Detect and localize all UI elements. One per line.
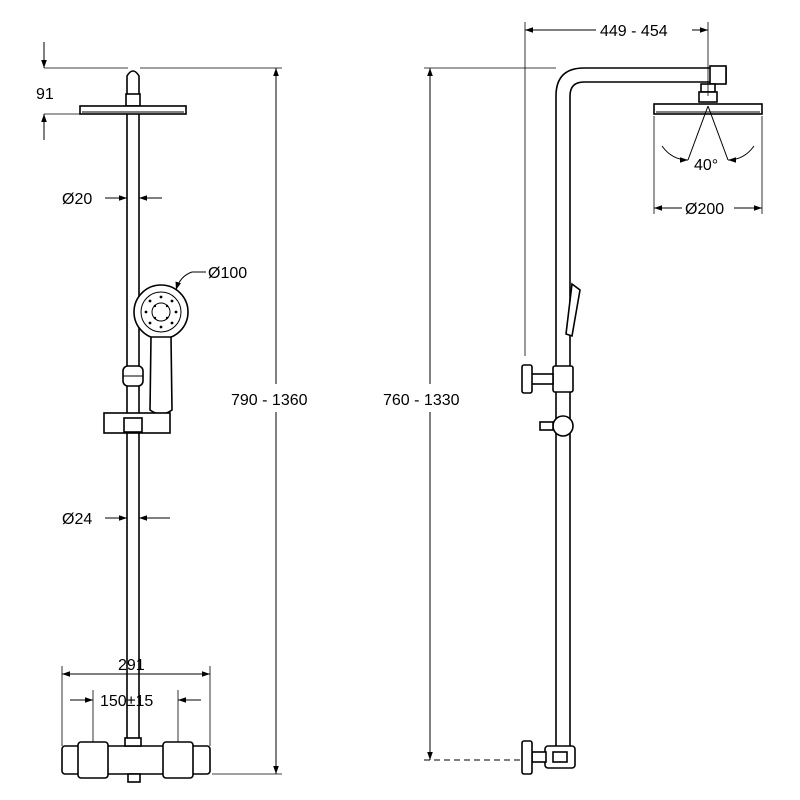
hand-shower-inner-ring <box>140 291 182 333</box>
dim-spray-angle: 40° <box>694 157 718 174</box>
dim-lower-pipe-diameter: Ø24 <box>62 511 92 528</box>
side-holder-slider <box>552 365 574 393</box>
side-holder-knob <box>521 364 533 394</box>
dim-handshower-diameter: Ø100 <box>208 265 247 282</box>
mixer-right-handle <box>162 741 194 779</box>
side-lower-slider <box>552 415 574 437</box>
side-holder-stem <box>529 373 554 385</box>
dim-mixer-width: 291 <box>118 657 145 674</box>
dim-side-total-height: 760 - 1330 <box>383 392 460 409</box>
mixer-left-handle <box>77 741 109 779</box>
side-mixer-stem <box>531 751 547 763</box>
mixer-outlet <box>127 773 141 783</box>
hand-shower-center <box>151 302 171 322</box>
hand-shower-nozzles <box>144 295 178 329</box>
front-dimensions: 91 Ø20 Ø100 Ø24 790 - 1360 291 150±15 <box>36 42 326 775</box>
dim-riser-diameter: Ø20 <box>62 191 92 208</box>
front-head-joint <box>125 93 141 107</box>
hand-shower-handle <box>149 336 173 415</box>
front-holder-clamp <box>123 417 143 433</box>
side-arm-end <box>709 65 727 85</box>
side-overhead-shower-head <box>653 103 763 115</box>
side-mixer-outlet <box>552 751 568 763</box>
dim-front-total-height: 790 - 1360 <box>231 392 308 409</box>
front-overhead-shower-head <box>79 105 187 115</box>
side-dimensions: 449 - 454 40° Ø200 760 - 1330 <box>382 22 763 761</box>
front-view <box>61 70 211 783</box>
dim-head-diameter: Ø200 <box>685 201 724 218</box>
side-mixer-handle <box>521 740 533 775</box>
dim-head-height: 91 <box>36 86 54 103</box>
mixer-riser-nut <box>124 737 142 747</box>
side-hand-shower <box>565 282 581 338</box>
hand-shower-head <box>133 284 189 340</box>
side-lower-knob <box>539 421 554 431</box>
dim-arm-projection: 449 - 454 <box>600 23 668 40</box>
dim-inlet-spacing: 150±15 <box>100 693 153 710</box>
side-view <box>521 65 763 775</box>
